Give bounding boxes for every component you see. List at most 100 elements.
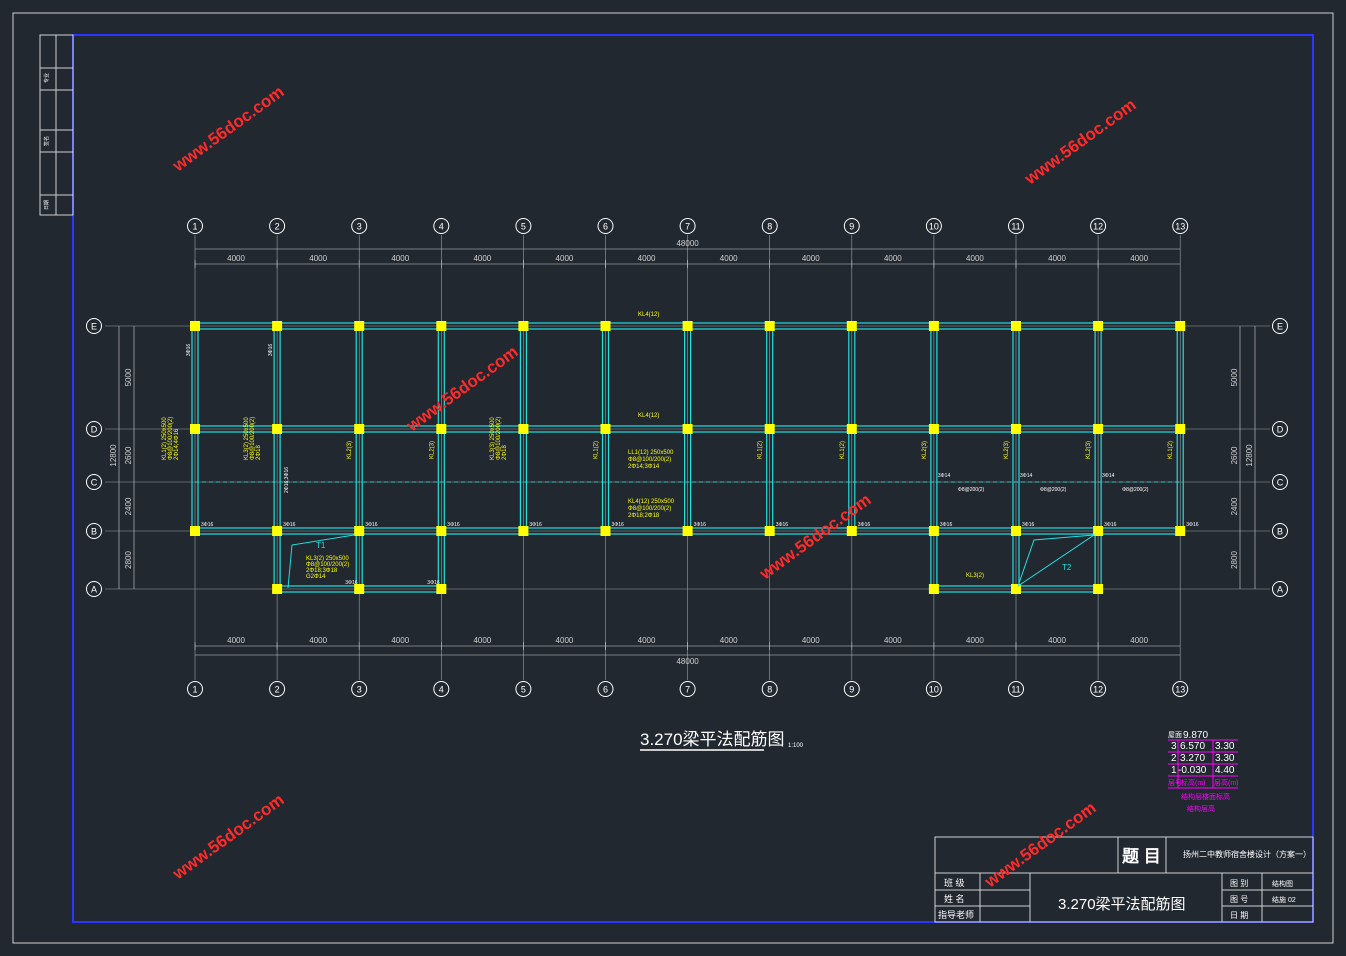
label-kl3-span-4: G2Φ14 [306,574,326,580]
axis-label-2-bottom: 2 [275,685,280,695]
rebar-B-8: 3Φ16 [776,522,789,528]
axis-bubble-9-bottom [843,681,860,697]
beam-label-vertical-5: KL1(2) [840,441,846,459]
level-row-3-elev: 6.570 [1180,741,1205,752]
label-ll1-2: Φ8@100/200(2) [628,457,671,463]
dim-bottom-bay-1: 4000 [227,636,245,645]
axis-label-9-bottom: 9 [849,685,854,695]
level-row-1-elev: -0.030 [1178,765,1207,776]
title-topic-label: 题 目 [1122,847,1161,866]
axis-bubble-D-right [1272,421,1288,437]
side-strip-label-1: 专业 [43,73,50,83]
dim-top-bay-8: 4000 [802,254,820,263]
label-kl3-left-1: KL3(2) 250x500 [244,417,250,460]
axis-label-1-bottom: 1 [192,685,197,695]
axis-label-4-top: 4 [439,222,444,232]
dim-top-bay-4: 4000 [473,254,491,263]
axis-label-3-bottom: 3 [357,685,362,695]
column-E10 [928,321,939,331]
dim-top-bay-9: 4000 [884,254,902,263]
rebar-vertical-2: 3Φ16 [268,344,274,357]
column-D2 [272,424,283,434]
axis-label-E-right: E [1277,322,1283,332]
dimension-layer: 4000 4000 4000 4000 4000 4000 4000 4000 4000 4000… [109,239,1256,666]
rebar-B-2: 3Φ16 [283,522,296,528]
dim-top-bay-7: 4000 [720,254,738,263]
axis-bubble-6-top [597,218,614,234]
column-B5 [518,526,529,536]
label-kl4b-2: Φ8@100/200(2) [628,506,671,512]
level-header-id: 层号 [1168,779,1182,787]
column-B1 [190,526,200,536]
dim-bottom-bay-6: 4000 [638,636,656,645]
level-header-elev: 标高(m) [1181,778,1206,787]
axis-bubble-3-bottom [351,681,368,697]
level-header-height: 层高(m) [1214,778,1239,787]
beam-label-vertical-3: KL1(2) [594,441,600,459]
level-row-roof-elev: 9.870 [1183,730,1208,741]
axis-label-7-top: 7 [685,222,690,232]
axis-label-8-top: 8 [767,222,772,232]
beam-annotations: KL4(12) KL4(12) LL1(12) 250x500 Φ8@100/2… [162,312,984,580]
axis-bubble-C-left [86,474,102,490]
label-kl3-span-3: 2Φ18;3Φ18 [306,568,338,574]
axis-label-5-top: 5 [521,222,526,232]
stair-marks: T1 T2 [287,534,1096,589]
column-E12 [1093,321,1104,331]
rebar-C-10: 3Φ14 [938,473,951,479]
column-B7 [682,526,693,536]
column-B8 [764,526,775,536]
title-class-label: 班 级 [944,877,965,888]
axis-bubble-2-bottom [269,681,286,697]
column-E6 [600,321,611,331]
title-name-label: 姓 名 [944,893,965,904]
label-kl1-left-2: Φ8@100/200(2) [168,417,174,460]
level-row-1-height: 4.40 [1215,765,1235,776]
dim-top-bay-11: 4000 [1048,254,1066,263]
column-B11 [1011,526,1021,536]
axis-bubble-7-top [679,218,696,234]
title-advisor-label: 指导老师 [938,909,974,920]
beam-label-vertical-2: KL2(3) [429,441,435,459]
drawing-title-block: 3.270梁平法配筋图 1:100 [640,730,804,751]
stair-t2-label: T2 [1062,563,1072,572]
title-topic-value: 扬州二中教师宿舍楼设计（方案一） [1183,849,1311,859]
axis-bubble-D-left [86,421,102,437]
axis-label-C-right: C [1277,478,1284,488]
beam-label-vertical-6: KL2(3) [922,441,928,459]
dim-bottom-bay-11: 4000 [1048,636,1066,645]
dim-top-bay-12: 4000 [1130,254,1148,263]
stair-t1-label: T1 [316,541,326,550]
axis-bubble-5-top [515,218,532,234]
dim-bottom-bay-7: 4000 [720,636,738,645]
column-B3 [354,526,365,536]
axis-label-13-top: 13 [1175,222,1185,232]
label-kl3-span-2: Φ8@100/200(2) [306,562,349,568]
label-kl4-top: KL4(12) [638,312,659,318]
axis-bubble-8-top [761,218,778,234]
stirrup-C-11: Φ8@200(2) [1040,487,1067,493]
level-row-2-height: 3.30 [1215,753,1235,764]
column-D3 [354,424,365,434]
title-number-label: 图 号 [1230,895,1248,904]
dim-top-bay-5: 4000 [556,254,574,263]
axis-label-6-top: 6 [603,222,608,232]
column-E2 [272,321,283,331]
axis-bubble-B-right [1272,523,1288,539]
rebar-B-1: 3Φ16 [201,522,214,528]
level-table: 屋面 9.870 3 6.570 3.30 2 3.270 3.30 1 -0.… [1168,730,1239,813]
column-E4 [436,321,447,331]
beam-label-vertical-8: KL2(3) [1086,441,1092,459]
dim-top-bay-3: 4000 [391,254,409,263]
axis-bubble-10-top [925,218,942,234]
rebar-A-4: 3Φ16 [427,580,440,586]
drawing-title: 3.270梁平法配筋图 [640,730,785,749]
axis-bubble-12-bottom [1090,681,1107,697]
dim-bottom-bay-10: 4000 [966,636,984,645]
column-B2 [272,526,283,536]
dim-right-span_DC: 2600 [1230,446,1239,464]
axis-label-10-bottom: 10 [929,685,939,695]
dim-left-total: 12800 [109,444,118,467]
